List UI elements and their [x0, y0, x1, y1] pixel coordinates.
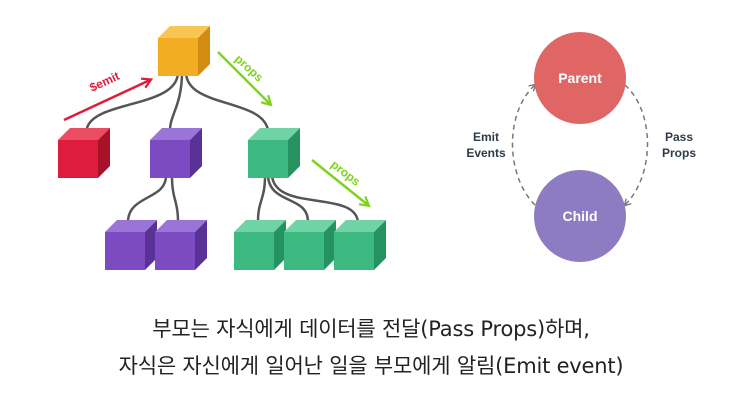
tree-connectors — [85, 70, 360, 224]
emit-events-label-line2: Events — [466, 146, 506, 160]
cube-grandchild-purple-1 — [105, 220, 157, 270]
emit-events-arrow — [511, 83, 537, 206]
parent-label: Parent — [558, 70, 602, 86]
cube-grandchild-green-3 — [334, 220, 386, 270]
connector-green-left — [256, 174, 267, 224]
cube-child-green — [248, 128, 300, 178]
connector-purple-left — [126, 174, 168, 224]
component-diagram: $emit props props Parent Child Emit Even… — [58, 26, 696, 270]
cube-child-red — [58, 128, 110, 178]
connector-purple-right — [170, 174, 180, 224]
props-label-top: props — [232, 52, 266, 85]
child-label: Child — [563, 208, 598, 224]
parent-node — [534, 32, 626, 124]
child-node — [534, 170, 626, 262]
connector-root-green — [184, 70, 270, 132]
props-arrow-right: props — [311, 157, 371, 208]
cube-root — [158, 26, 210, 76]
props-label-right: props — [328, 157, 363, 189]
parent-child-cycle: Parent Child Emit Events Pass Props — [466, 32, 696, 262]
emit-label: $emit — [87, 69, 121, 95]
connector-green-mid — [266, 174, 310, 224]
caption-line-1: 부모는 자식에게 데이터를 전달(Pass Props)하며, — [152, 317, 590, 341]
emit-events-label-line1: Emit — [473, 130, 499, 144]
pass-props-arrow — [623, 84, 649, 207]
caption-line-2: 자식은 자신에게 일어난 일을 부모에게 알림(Emit event) — [118, 354, 624, 378]
pass-props-label-line1: Pass — [665, 130, 693, 144]
connector-root-purple — [168, 70, 184, 132]
pass-props-label-line2: Props — [662, 146, 696, 160]
connector-green-right — [270, 174, 360, 224]
cube-child-purple — [150, 128, 202, 178]
cube-grandchild-green-2 — [284, 220, 336, 270]
props-arrow-top: props — [217, 51, 273, 107]
connector-root-red — [85, 70, 180, 130]
cube-grandchild-purple-2 — [155, 220, 207, 270]
cube-grandchild-green-1 — [234, 220, 286, 270]
